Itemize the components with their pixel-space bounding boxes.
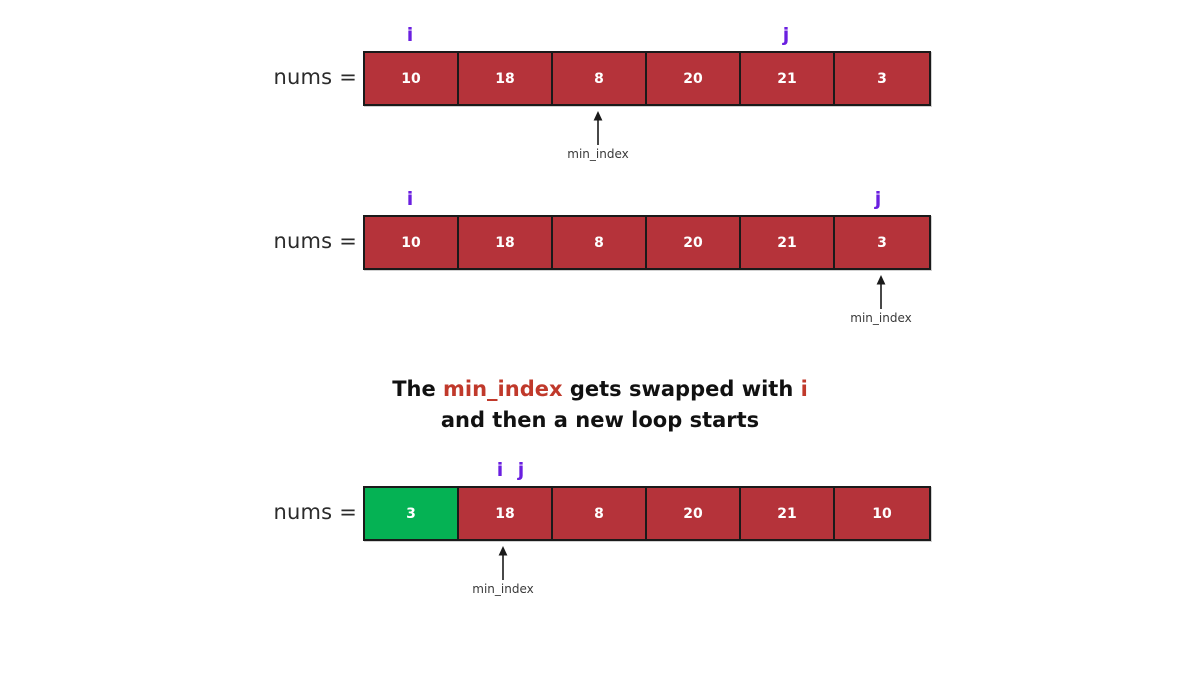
pointer-i-row-2: i xyxy=(406,188,414,210)
array-cell[interactable]: 8 xyxy=(553,53,647,104)
min-index-caption: min_index xyxy=(567,147,629,161)
min-index-marker-row-1: min_index xyxy=(518,111,678,161)
array-cell[interactable]: 18 xyxy=(459,53,553,104)
nums-label-row-2: nums = xyxy=(273,229,357,253)
min-index-caption: min_index xyxy=(850,311,912,325)
note-prefix: The xyxy=(392,377,444,401)
array-cell[interactable]: 8 xyxy=(553,488,647,539)
array-cell[interactable]: 21 xyxy=(741,488,835,539)
array-cell[interactable]: 18 xyxy=(459,217,553,268)
array-cell[interactable]: 20 xyxy=(647,217,741,268)
array-cell-sorted[interactable]: 3 xyxy=(365,488,459,539)
explanation-note: The min_index gets swapped with i and th… xyxy=(0,374,1200,436)
pointer-i-row-3: i xyxy=(496,459,504,481)
array-cell[interactable]: 18 xyxy=(459,488,553,539)
array-cell[interactable]: 20 xyxy=(647,488,741,539)
array-cell[interactable]: 10 xyxy=(365,53,459,104)
explanation-note-line-2: and then a new loop starts xyxy=(440,408,760,432)
array-cell[interactable]: 10 xyxy=(835,488,929,539)
up-arrow-icon xyxy=(591,111,605,145)
note-min-index-highlight: min_index xyxy=(443,377,563,401)
array-cell[interactable]: 8 xyxy=(553,217,647,268)
min-index-caption: min_index xyxy=(472,582,534,596)
min-index-marker-row-3: min_index xyxy=(423,546,583,596)
array-cell[interactable]: 20 xyxy=(647,53,741,104)
up-arrow-icon xyxy=(496,546,510,580)
array-cell[interactable]: 3 xyxy=(835,53,929,104)
array-container-row-3: 3 18 8 20 21 10 xyxy=(363,486,931,541)
pointer-i-row-1: i xyxy=(406,24,414,46)
pointer-j-row-1: j xyxy=(782,24,790,46)
array-cell[interactable]: 21 xyxy=(741,217,835,268)
note-middle: gets swapped with xyxy=(562,377,801,401)
array-container-row-2: 10 18 8 20 21 3 xyxy=(363,215,931,270)
nums-label-row-3: nums = xyxy=(273,500,357,524)
array-container-row-1: 10 18 8 20 21 3 xyxy=(363,51,931,106)
array-cell[interactable]: 21 xyxy=(741,53,835,104)
array-cell[interactable]: 3 xyxy=(835,217,929,268)
explanation-note-line-1: The min_index gets swapped with i xyxy=(0,374,1200,405)
nums-label-row-1: nums = xyxy=(273,65,357,89)
up-arrow-icon xyxy=(874,275,888,309)
min-index-marker-row-2: min_index xyxy=(801,275,961,325)
note-i-highlight: i xyxy=(800,377,808,401)
pointer-j-row-2: j xyxy=(874,188,882,210)
array-cell[interactable]: 10 xyxy=(365,217,459,268)
pointer-j-row-3: j xyxy=(517,459,525,481)
